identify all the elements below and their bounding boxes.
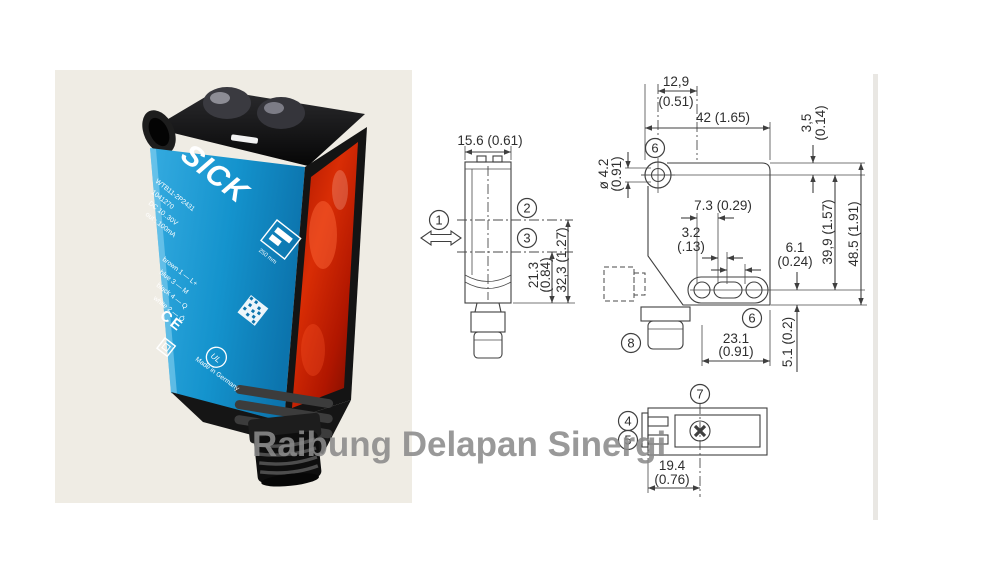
svg-text:23.1: 23.1 (723, 331, 749, 346)
dim-side-width: 15.6 (0.61) (457, 133, 523, 160)
svg-text:3.2: 3.2 (682, 225, 701, 240)
svg-text:2: 2 (523, 201, 530, 216)
svg-text:42 (1.65): 42 (1.65) (696, 110, 750, 125)
dim-axis-to-bottom: 5.1 (0.2) (780, 272, 800, 372)
svg-text:(0.14): (0.14) (813, 105, 828, 140)
svg-text:6: 6 (651, 141, 658, 156)
svg-text:(.13): (.13) (677, 239, 705, 254)
sensor-lens-face (284, 127, 367, 422)
dim-hole-diameter: ø 4.2 (0.91) (596, 152, 651, 198)
bottom-view-outline (641, 407, 768, 456)
front-view-reference-lines (641, 84, 867, 306)
callout-axis2: 2 (516, 197, 538, 219)
svg-text:(0.84): (0.84) (538, 257, 553, 292)
bottom-view: 7 4 5 (617, 383, 768, 497)
svg-text:(0.76): (0.76) (654, 472, 689, 487)
side-view: 15.6 (0.61) 1 2 3 (420, 133, 575, 359)
dim-top-to-hole: 3,5 (0.14) (799, 105, 828, 193)
svg-text:5.1 (0.2): 5.1 (0.2) (780, 317, 795, 367)
svg-text:(0.91): (0.91) (609, 156, 624, 191)
callout-direction: 1 (420, 209, 462, 247)
callout-mounting-hole: 6 (644, 137, 666, 159)
side-view-outline (457, 155, 573, 359)
mounting-hole (142, 110, 176, 154)
datamatrix-icon (237, 295, 269, 326)
callout-optics: 6 (741, 307, 763, 329)
svg-text:5: 5 (624, 433, 631, 448)
callout-connector: 8 (620, 332, 642, 354)
svg-text:4: 4 (624, 414, 631, 429)
svg-text:(0.51): (0.51) (658, 94, 693, 109)
scan-edge (873, 74, 878, 520)
callout-axis3: 3 (516, 227, 538, 249)
svg-text:(0.91): (0.91) (718, 344, 753, 359)
m12-connector (248, 412, 322, 487)
svg-text:7.3 (0.29): 7.3 (0.29) (694, 198, 752, 213)
dimensional-drawing: 15.6 (0.61) 1 2 3 (420, 74, 878, 520)
svg-text:8: 8 (627, 336, 634, 351)
svg-text:15.6 (0.61): 15.6 (0.61) (457, 133, 522, 148)
enclosure-icon (155, 336, 177, 358)
led-dome-icon (257, 97, 305, 129)
dim-hole-to-axis: 12,9 (0.51) (658, 74, 697, 109)
svg-text:19.4: 19.4 (659, 458, 686, 473)
led-dome-icon (203, 87, 251, 119)
svg-text:21.3: 21.3 (526, 262, 541, 288)
svg-text:6: 6 (748, 311, 755, 326)
svg-text:12,9: 12,9 (663, 74, 689, 89)
pot-screw-icon (693, 424, 707, 438)
sensor-top-cap (153, 87, 365, 166)
callout-tab-top: 4 (617, 410, 639, 432)
svg-text:1: 1 (435, 213, 442, 228)
dim-connector-offset: 23.1 (0.91) (701, 310, 771, 366)
callout-tab-bottom: 5 (617, 429, 639, 451)
svg-text:6.1: 6.1 (786, 240, 805, 255)
callout-pot: 7 (689, 383, 711, 405)
dim-side-depths: 21.3 (0.84) 32,3 (1.27) (513, 220, 575, 304)
dim-pot-offset: 19.4 (0.76) (647, 458, 700, 493)
svg-text:7: 7 (696, 387, 703, 402)
svg-text:39,9 (1.57): 39,9 (1.57) (820, 199, 835, 264)
double-arrow-icon (420, 229, 462, 247)
svg-text:3: 3 (523, 231, 530, 246)
beam-icon (274, 227, 293, 244)
dim-front-width: 42 (1.65) (645, 110, 770, 131)
front-view: 12,9 (0.51) 42 (1.65) ø 4.2 (0.91) (596, 74, 867, 372)
sensor-blue-face (150, 148, 305, 422)
svg-text:ø 4.2: ø 4.2 (596, 159, 611, 190)
product-photo: SICK WTB11-2P2431 1041270 DC 10..30V out… (142, 87, 367, 487)
svg-text:(0.24): (0.24) (777, 254, 812, 269)
svg-text:48.5 (1.91): 48.5 (1.91) (846, 201, 861, 266)
svg-text:32,3 (1.27): 32,3 (1.27) (554, 227, 569, 292)
dim-heights: 39,9 (1.57) 48.5 (1.91) (820, 163, 864, 305)
dim-optics-offsets: 7.3 (0.29) 3.2 (.13) 6.1 (0.24) (677, 198, 813, 273)
svg-text:3,5: 3,5 (799, 114, 814, 133)
